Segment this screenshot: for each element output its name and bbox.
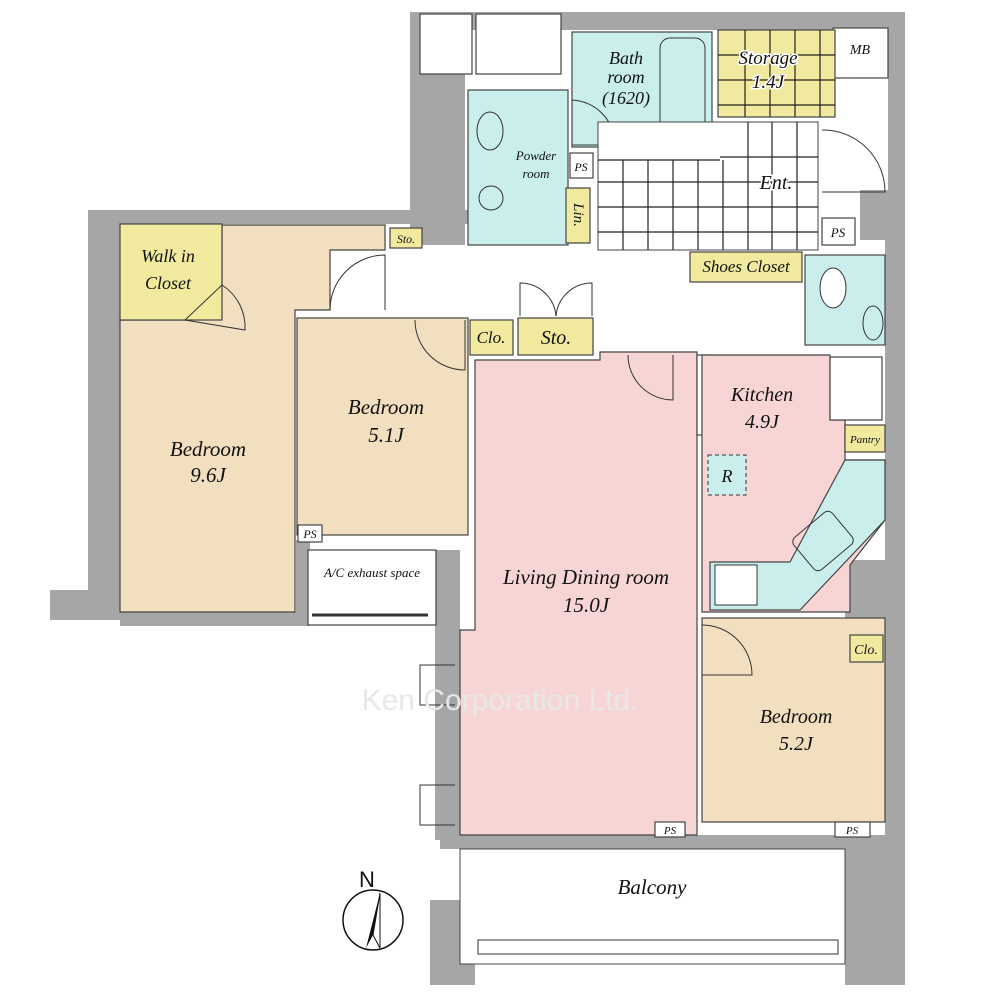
compass-north-label: N — [359, 867, 375, 892]
toilet-room — [804, 254, 886, 346]
shoes-closet-label: Shoes Closet — [702, 257, 791, 276]
kitchen-name: Kitchen — [730, 384, 793, 406]
bath-label-2: room — [607, 67, 644, 87]
ps-label-5: PS — [845, 825, 859, 837]
bedroom-b-name: Bedroom — [348, 395, 424, 419]
duct-box — [419, 13, 473, 75]
fridge-label: R — [721, 466, 733, 486]
duct-box — [475, 13, 562, 75]
pantry — [844, 424, 886, 453]
pipe-space — [569, 152, 594, 179]
bedroom-a-name: Bedroom — [170, 437, 246, 461]
bedroom-c-size: 5.2J — [779, 733, 814, 755]
pantry-label: Pantry — [849, 434, 880, 446]
linen-closet — [565, 187, 591, 244]
entrance-label: Ent. — [759, 172, 793, 194]
sto-label: Sto. — [397, 232, 415, 246]
bedroom-b-size: 5.1J — [368, 423, 405, 447]
watermark: Ken Corporation Ltd. — [362, 684, 639, 717]
living-size: 15.0J — [563, 593, 611, 617]
shoes-closet — [689, 251, 803, 283]
powder-label-1: Powder — [515, 148, 557, 163]
ps-label-4: PS — [663, 825, 677, 837]
lin-label: Lin. — [570, 202, 586, 227]
walk-in-label-2: Closet — [145, 273, 192, 293]
fridge-space — [829, 356, 883, 421]
living-dining-room — [459, 351, 698, 836]
ac-label: A/C exhaust space — [323, 565, 420, 580]
pipe-space — [834, 821, 871, 838]
pipe-space — [297, 524, 323, 543]
closet — [469, 319, 514, 356]
storage-hall — [517, 317, 594, 356]
entrance-tiles — [597, 121, 819, 251]
powder-room — [467, 89, 569, 246]
refrigerator — [707, 454, 747, 496]
mb-label: MB — [849, 43, 871, 58]
bedroom-c-name: Bedroom — [760, 706, 833, 728]
storage-size: 1.4J — [752, 72, 786, 93]
ps-label-3: PS — [830, 225, 846, 240]
living-name: Living Dining room — [502, 565, 669, 589]
storage-small — [389, 227, 423, 249]
stove-icon — [714, 564, 758, 606]
kitchen-size: 4.9J — [745, 411, 780, 433]
pipe-space — [821, 217, 856, 246]
clo-c-label: Clo. — [854, 643, 878, 658]
ps-label: PS — [302, 527, 316, 541]
bath-label-3: (1620) — [602, 88, 650, 109]
storage-room — [717, 29, 836, 118]
closet-c — [849, 634, 884, 663]
bedroom-a-size: 9.6J — [190, 463, 227, 487]
walk-in-label-1: Walk in — [141, 246, 195, 266]
powder-label-2: room — [523, 166, 550, 181]
ac-exhaust-space — [307, 549, 437, 626]
sto-hall-label: Sto. — [541, 327, 572, 349]
walk-in-closet — [119, 223, 223, 321]
pipe-space — [654, 821, 686, 838]
north-compass-icon — [342, 889, 404, 951]
storage-grid — [718, 30, 835, 117]
storage-label: Storage — [738, 48, 797, 69]
balcony-label: Balcony — [618, 875, 687, 899]
bath-label-1: Bath — [609, 48, 643, 68]
walls — [50, 12, 905, 985]
bedroom-5-1j — [296, 317, 469, 536]
ps-label-2: PS — [573, 160, 587, 174]
clo-label: Clo. — [477, 328, 506, 347]
